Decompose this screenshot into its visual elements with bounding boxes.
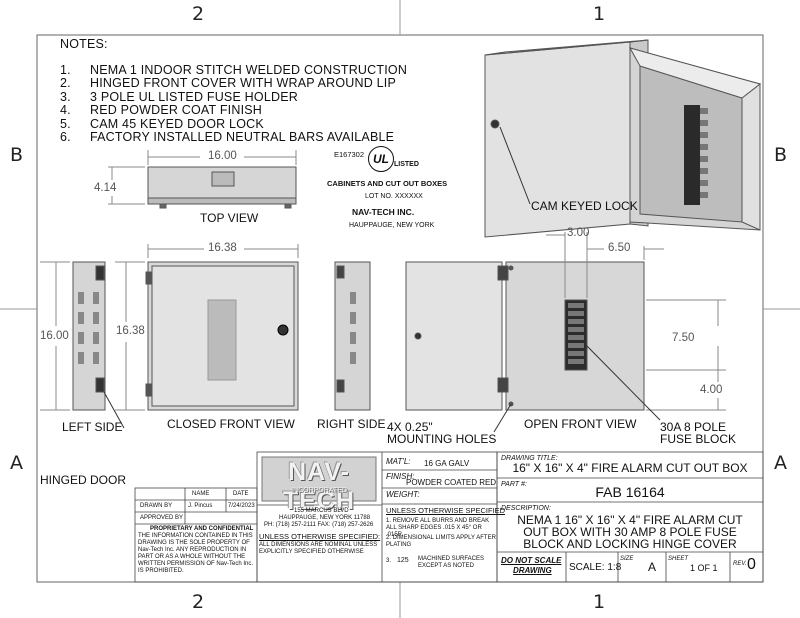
dim-fuse-offset: 3.00 — [567, 227, 590, 239]
fuse-block-line1: 30A 8 POLE — [660, 420, 727, 434]
sheet-value: 1 OF 1 — [690, 563, 718, 573]
name-header: NAME — [192, 491, 210, 497]
left-side-label: LEFT SIDE — [62, 420, 123, 434]
fuse-block-drawing — [564, 299, 588, 371]
note-item: 5.CAM 45 KEYED DOOR LOCK — [60, 116, 264, 131]
zone-1-bottom: 1 — [593, 591, 606, 613]
dim-fuse-right: 6.50 — [608, 242, 631, 254]
dim-fuse-height: 7.50 — [672, 332, 695, 344]
zone-b-left: B — [10, 144, 24, 166]
notes-block: NOTES: 1.NEMA 1 INDOOR STITCH WELDED CON… — [60, 37, 408, 145]
drawn-by-label: DRAWN BY — [140, 503, 173, 509]
zone-2-top: 2 — [192, 3, 205, 25]
ul-category: CABINETS AND CUT OUT BOXES — [327, 179, 448, 188]
finish-label: FINISH: — [386, 472, 415, 481]
zone-2-bottom: 2 — [192, 591, 205, 613]
iso-fuse-block — [684, 105, 700, 205]
material-value: 16 GA GALV — [424, 459, 470, 468]
address-street: 155 MARCUS BLVD — [294, 508, 349, 514]
part-number-label: PART #: — [501, 481, 527, 488]
proprietary-text: THE INFORMATION CONTAINED IN THIS DRAWIN… — [138, 533, 254, 574]
ul-listed: LISTED — [394, 161, 419, 168]
zone-a-left: A — [10, 452, 23, 474]
mounting-holes-line2: MOUNTING HOLES — [387, 432, 497, 446]
address-city: HAUPPAUGE, NEW YORK 11788 — [279, 515, 371, 521]
notes-title: NOTES: — [60, 37, 108, 51]
title-block-lines — [134, 451, 764, 583]
description-text: NEMA 1 16" X 16" X 4" FIRE ALARM CUT OUT… — [517, 513, 743, 551]
size-value: A — [648, 560, 657, 574]
closed-front-label: CLOSED FRONT VIEW — [167, 417, 295, 431]
proprietary-title: PROPRIETARY AND CONFIDENTIAL — [150, 526, 254, 532]
zone-b-right: B — [774, 144, 788, 166]
mounting-holes-line1: 4X 0.25" — [387, 420, 433, 434]
right-side-drawing — [334, 261, 371, 411]
drawing-title-label: DRAWING TITLE: — [501, 455, 558, 462]
note-item: 2.HINGED FRONT COVER WITH WRAP AROUND LI… — [60, 76, 396, 90]
do-not-scale-2: DRAWING — [513, 566, 552, 575]
top-view-drawing — [108, 150, 297, 209]
unless-specified-2: UNLESS OTHERWISE SPECIFIED — [386, 506, 506, 515]
scale: SCALE: 1:8 — [569, 562, 622, 573]
left-side-drawing — [40, 261, 125, 429]
zone-a-right: A — [774, 452, 787, 474]
weight-label: WEIGHT: — [386, 490, 420, 499]
ul-company: NAV-TECH INC. — [352, 207, 415, 217]
open-front-drawing — [405, 232, 726, 433]
dim-front-width: 16.38 — [208, 242, 237, 254]
address-phone: PH: (718) 257-2111 FAX: (718) 257-2626 — [264, 522, 374, 528]
revision-label: REV. — [733, 561, 747, 567]
ul-file-number: E167302 — [334, 150, 365, 159]
dim-fuse-bottom: 4.00 — [700, 384, 723, 396]
ul-location: HAUPPAUGE, NEW YORK — [349, 222, 435, 229]
ul-logo: UL — [368, 146, 394, 172]
tolerance-note-3: MACHINED SURFACES EXCEPT AS NOTED — [418, 556, 485, 569]
open-front-label: OPEN FRONT VIEW — [524, 417, 637, 431]
part-number: FAB 16164 — [595, 484, 665, 500]
finish-value: POWDER COATED RED — [406, 478, 497, 487]
note-item: 3.3 POLE UL LISTED FUSE HOLDER — [60, 89, 298, 104]
note-item: 4.RED POWDER COAT FINISH — [60, 103, 263, 117]
note-item: 1.NEMA 1 INDOOR STITCH WELDED CONSTRUCTI… — [60, 62, 408, 77]
dim-left-height: 16.00 — [40, 330, 69, 342]
revision-value: 0 — [747, 556, 756, 573]
tolerance-note-3-num: 3. — [386, 558, 392, 564]
drawing-title: 16" X 16" X 4" FIRE ALARM CUT OUT BOX — [512, 461, 748, 475]
closed-front-drawing — [115, 244, 299, 411]
sheet-label: SHEET — [668, 556, 689, 562]
isometric-view — [484, 39, 762, 238]
nominal-dims-note: ALL DIMENSIONS ARE NOMINAL UNLESS EXPLIC… — [259, 542, 378, 555]
zone-1-top: 1 — [593, 3, 606, 25]
dim-front-height: 16.38 — [116, 325, 145, 337]
dim-top-depth: 4.14 — [94, 182, 117, 194]
top-view-label: TOP VIEW — [200, 211, 259, 225]
description-label: DESCRIPTION: — [501, 505, 551, 512]
approved-by-label: APPROVED BY — [140, 515, 184, 521]
do-not-scale-1: DO NOT SCALE — [501, 556, 562, 565]
logo-plate — [261, 456, 377, 502]
unless-specified-header: UNLESS OTHERWISE SPECIFIED: — [259, 532, 381, 541]
surface-finish-value: 125 — [397, 557, 409, 564]
fuse-block-line2: FUSE BLOCK — [660, 432, 737, 446]
hinged-door-callout: HINGED DOOR — [40, 473, 127, 487]
tolerance-note-1: 1. REMOVE ALL BURRS AND BREAK ALL SHARP … — [386, 518, 490, 538]
tolerance-note-2: 2. DIMENSIONAL LIMITS APPLY AFTER PLATIN… — [386, 535, 496, 548]
size-label: SIZE — [620, 556, 634, 562]
ul-lot: LOT NO. XXXXXX — [365, 193, 423, 200]
dim-top-width: 16.00 — [208, 150, 237, 162]
note-item: 6.FACTORY INSTALLED NEUTRAL BARS AVAILAB… — [60, 130, 395, 144]
material-label: MAT'L: — [386, 457, 411, 466]
right-side-label: RIGHT SIDE — [317, 417, 386, 431]
drawn-by-date: 7/24/2023 — [228, 503, 255, 509]
drawn-by-name: J. Pincus — [188, 503, 213, 509]
navtech-logo: NAV-TECH — [282, 458, 356, 515]
cam-lock-callout: CAM KEYED LOCK — [531, 199, 638, 213]
navtech-logo-sub: INCORPORATED — [291, 487, 347, 494]
date-header: DATE — [233, 491, 249, 497]
